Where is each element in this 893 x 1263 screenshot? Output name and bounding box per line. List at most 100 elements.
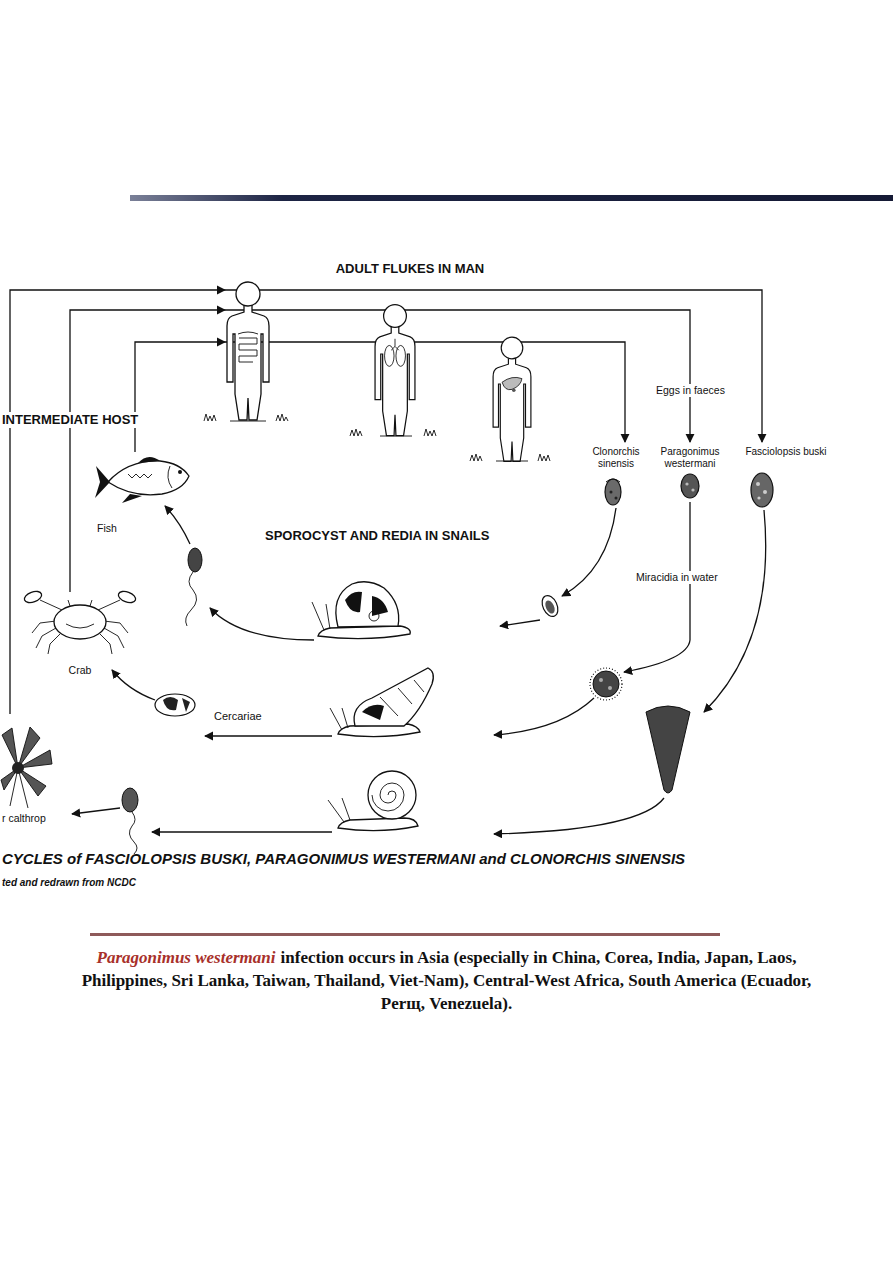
human-figure [502,377,522,389]
human-figure [501,337,523,359]
connector-layer [10,290,762,714]
section-heading: SPOROCYST AND REDIA IN SNAILS [265,528,489,544]
node-label: Fish [97,522,117,534]
egg-stage: Fasciolopsis buski [738,442,834,524]
node-label: Paragonimus westermani [656,446,724,470]
fluke-egg [605,479,621,505]
crab [54,605,106,639]
fish [122,494,142,503]
development-arrow [624,502,690,672]
flow-arrow [10,290,225,714]
fluke-egg [763,490,767,494]
intermediate-host: Crab [12,592,148,678]
human-figure [227,304,269,420]
larval-stage [646,706,690,793]
larval-stage [186,572,197,626]
human-figure [350,429,436,436]
development-arrow [500,620,540,626]
fluke-egg [615,497,618,500]
development-arrow [112,670,155,700]
human-figure [493,357,531,461]
larval-stage [543,599,556,615]
node-label: Crab [69,664,92,676]
fish [178,470,182,474]
human-figure [238,332,258,362]
larval-stage [188,548,202,572]
source-note: ted and redrawn from NCDC [2,877,136,889]
water-calthrop [1,727,52,796]
figure-caption: CYCLES of FASCIOLOPSIS BUSKI, PARAGONIMU… [2,850,685,868]
fluke-egg [685,482,688,485]
snail [330,708,348,730]
human-figure [204,282,550,461]
human-figure [493,337,531,461]
crab [23,589,137,654]
snail [354,668,433,726]
annotation: Eggs in faeces [654,384,727,397]
human-figure [512,389,516,393]
fluke-egg [757,496,760,499]
fish [95,466,110,498]
snail [372,783,404,811]
fluke-egg [610,491,613,494]
intermediate-host: Fish [92,452,192,536]
larval-stage [155,694,195,716]
development-arrow [152,831,332,832]
snail [328,798,350,822]
snail [362,705,384,720]
crab [23,589,43,605]
flow-arrow [70,310,225,592]
development-arrow [562,508,616,596]
larval-stage [129,812,137,854]
section-heading: INTERMEDIATE HOST [0,412,140,428]
larval-stage [590,668,622,700]
human-figure [384,305,407,328]
fluke-egg [605,473,773,507]
fluke-egg [691,488,694,491]
crab [66,600,94,628]
node-label: Fasciolopsis buski [745,446,826,458]
development-arrow [704,510,766,712]
snail [345,592,388,616]
human-figure [391,339,399,350]
flow-arrow [575,310,690,442]
flow-arrow [575,290,762,442]
crab [117,589,137,605]
host-band: ADULT FLUKES IN MAN [225,255,575,470]
separator-rule [90,933,720,936]
development-arrow [165,506,190,544]
larval-stage [539,593,561,619]
larval-stage [599,678,603,682]
larval-stage [163,697,190,712]
fish [108,461,189,495]
fish [128,466,172,488]
flow-arrow [135,342,225,452]
development-arrow [72,808,120,814]
human-figure [470,454,550,461]
development-arrow [494,798,664,834]
species-name: Paragonimus westermani [97,948,276,967]
annotation: Miracidia in water [634,571,720,584]
larval-stage [608,686,612,690]
larval-stage [593,671,619,697]
flow-arrow [575,342,625,442]
development-arrow [494,698,594,735]
egg-stage: Clonorchis sinensis [585,442,647,516]
water-calthrop [1,727,52,808]
snail [369,611,379,621]
human-figure [227,282,269,420]
annotation: Cercariae [214,710,262,723]
snail [318,626,410,639]
development-arrow [210,608,314,640]
snail [336,582,399,627]
snail [312,602,330,630]
egg-stage: Paragonimus westermani [656,442,724,510]
fluke-egg [751,473,773,507]
node-label: r calthrop [2,812,46,824]
node-label: Clonorchis sinensis [585,446,647,470]
